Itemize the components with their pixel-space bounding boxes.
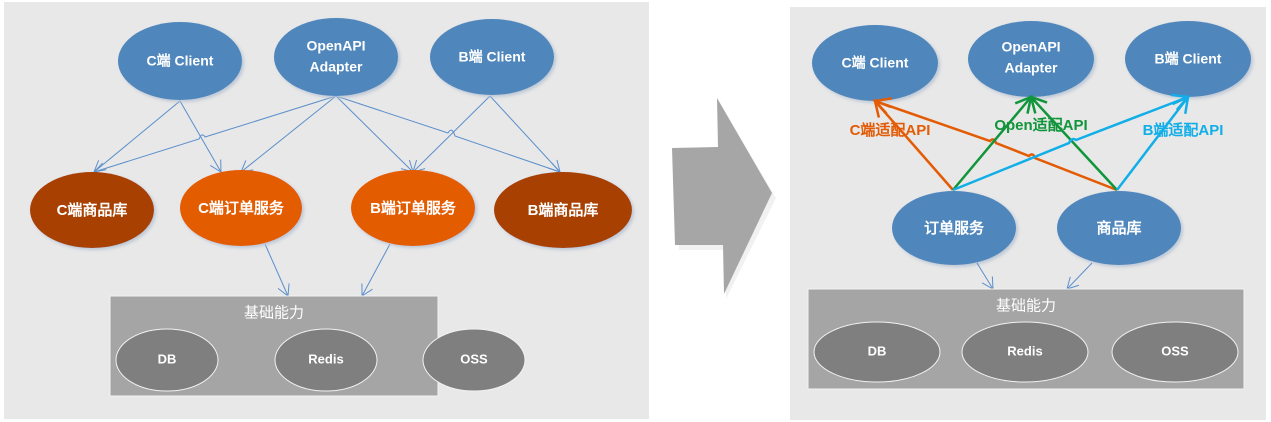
node-label: B端 Client (1155, 51, 1222, 67)
edge-openapi-to-bstore (335, 95, 561, 175)
after-node-order[interactable]: 订单服务 (892, 191, 1016, 265)
right-arrow-icon (672, 98, 776, 299)
after-node-openapi-adapter[interactable]: OpenAPI Adapter (968, 21, 1094, 97)
node-label: DB (868, 343, 887, 358)
before-services: C端商品库 C端订单服务 B端订单服务 B端商品库 (30, 170, 632, 248)
node-label: B端订单服务 (370, 199, 457, 217)
infra-node-oss[interactable]: OSS (422, 328, 526, 392)
node-label: 商品库 (1096, 219, 1141, 237)
infra-node-redis[interactable]: Redis (961, 321, 1089, 383)
edge-openapi-to-border (335, 95, 414, 173)
open-api-label: Open适配API (994, 116, 1087, 134)
node-label-line2: Adapter (1005, 60, 1058, 76)
infra-title: 基础能力 (996, 297, 1056, 315)
node-label: Redis (1007, 343, 1042, 358)
node-label: C端 Client (842, 55, 909, 71)
node-label: C端商品库 (57, 201, 128, 219)
infra-title: 基础能力 (244, 304, 304, 322)
edge-store-to-infra (1066, 262, 1093, 290)
edge-order-to-bclient (952, 93, 1191, 192)
edge-order-to-cclient (873, 99, 954, 191)
after-infra-edges (976, 262, 1093, 290)
edge-border-to-infra (361, 243, 391, 297)
node-label: C端 Client (147, 53, 214, 69)
c-api-label: C端适配API (850, 121, 931, 139)
before-node-b-store[interactable]: B端商品库 (494, 172, 632, 248)
after-node-b-client[interactable]: B端 Client (1125, 21, 1251, 97)
before-edges (93, 95, 561, 297)
node-label: OSS (1161, 343, 1189, 358)
edge-corder-to-infra (264, 243, 290, 297)
after-clients: C端 Client OpenAPI Adapter B端 Client (812, 21, 1251, 101)
before-node-c-client[interactable]: C端 Client (118, 22, 242, 100)
after-node-c-client[interactable]: C端 Client (812, 25, 938, 101)
node-label: Redis (308, 351, 343, 366)
edge-openapi-to-cstore (93, 95, 337, 175)
edge-bclient-to-bstore (489, 95, 561, 173)
edge-cclient-to-cstore (93, 100, 181, 173)
before-node-b-order[interactable]: B端订单服务 (351, 170, 475, 246)
edge-store-to-bclient (1116, 94, 1190, 191)
edge-store-to-cclient (872, 97, 1118, 192)
after-infra-group: 基础能力 DB Redis OSS (807, 288, 1245, 390)
infra-node-db[interactable]: DB (813, 321, 941, 383)
edge-order-to-infra (976, 262, 994, 290)
node-label: 订单服务 (924, 219, 985, 237)
edge-order-to-openapi (952, 94, 1033, 191)
before-clients: C端 Client OpenAPI Adapter B端 Client (118, 18, 554, 100)
node-label: B端 Client (459, 49, 526, 65)
infra-node-redis[interactable]: Redis (274, 328, 378, 392)
node-label-line1: OpenAPI (306, 38, 365, 54)
infra-node-oss[interactable]: OSS (1111, 321, 1239, 383)
edge-bclient-to-border (412, 95, 491, 173)
node-label: DB (158, 351, 177, 366)
after-node-store[interactable]: 商品库 (1057, 191, 1181, 265)
node-label: OSS (460, 351, 488, 366)
before-node-c-order[interactable]: C端订单服务 (180, 170, 302, 246)
node-label-line2: Adapter (310, 59, 363, 75)
b-api-label: B端适配API (1143, 121, 1224, 139)
node-label: B端商品库 (528, 201, 599, 219)
after-api-labels: C端适配API Open适配API B端适配API (850, 116, 1224, 139)
node-label-line1: OpenAPI (1001, 39, 1060, 55)
infra-node-db[interactable]: DB (115, 328, 219, 392)
before-node-b-client[interactable]: B端 Client (430, 19, 554, 95)
after-api-edges (872, 93, 1191, 192)
before-node-openapi-adapter[interactable]: OpenAPI Adapter (274, 18, 398, 96)
edge-openapi-to-corder (240, 95, 337, 173)
before-node-c-store[interactable]: C端商品库 (30, 172, 154, 248)
after-services: 订单服务 商品库 (892, 191, 1181, 265)
node-label: C端订单服务 (198, 199, 285, 217)
before-infra-group: 基础能力 DB Redis OSS (109, 295, 526, 397)
edge-store-to-openapi (1029, 95, 1118, 191)
